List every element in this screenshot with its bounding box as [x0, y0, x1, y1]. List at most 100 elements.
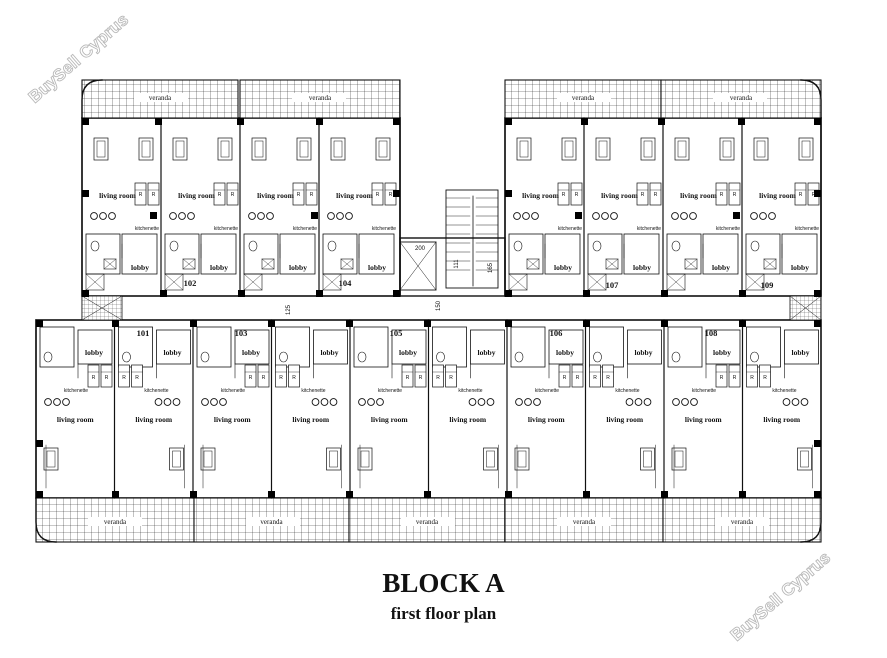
dining-chair — [750, 212, 758, 220]
dining-chair — [367, 398, 375, 406]
column — [112, 491, 119, 498]
shower-cross — [261, 258, 275, 270]
kitchenette-label: kitchenette — [144, 388, 168, 394]
kitchen-counter — [147, 182, 160, 206]
sofa-cushion — [203, 450, 213, 468]
sofa — [640, 447, 655, 471]
dining-chair — [320, 398, 329, 406]
column — [583, 290, 590, 297]
lobby-label: lobby — [85, 348, 103, 357]
column — [424, 320, 431, 327]
unit-number-107: 107 — [606, 280, 620, 290]
column — [316, 290, 323, 297]
column — [739, 290, 746, 297]
kitchen-counter — [746, 364, 758, 388]
sofa-cushion — [674, 450, 684, 468]
dining-chair — [210, 398, 218, 406]
lobby-area — [313, 329, 348, 365]
bathroom — [275, 326, 310, 368]
sofa-cushion — [519, 140, 529, 158]
dining-chair — [625, 398, 634, 406]
column — [505, 320, 512, 327]
column — [814, 190, 821, 197]
lobby-label: lobby — [792, 348, 810, 357]
column — [505, 190, 512, 197]
toilet — [750, 240, 760, 252]
lobby-area — [156, 329, 191, 365]
column — [316, 118, 323, 125]
shaft-cross — [81, 295, 123, 321]
shower-tray — [182, 258, 196, 270]
dining-chair — [531, 212, 539, 220]
kitchenette-label: kitchenette — [692, 388, 716, 394]
kitchen-counter — [728, 182, 741, 206]
dining-chair — [515, 398, 523, 406]
veranda-label: veranda — [260, 518, 283, 526]
column — [814, 290, 821, 297]
veranda-label-bg — [134, 93, 188, 102]
kitchen-counter — [226, 182, 239, 206]
kitchenette-label: kitchenette — [301, 388, 325, 394]
column — [393, 190, 400, 197]
sofa — [330, 137, 346, 161]
toilet — [592, 240, 602, 252]
living-room-label: living room — [680, 191, 717, 200]
sofa — [798, 137, 814, 161]
kitchen-counter — [100, 364, 113, 388]
column — [661, 320, 668, 327]
fridge-label: R — [406, 375, 410, 381]
dimension-label: 150 — [436, 300, 442, 311]
column — [581, 118, 588, 125]
veranda-label-bg — [246, 517, 300, 526]
column — [346, 320, 353, 327]
closet — [164, 273, 184, 291]
dining-chair — [376, 398, 384, 406]
column — [661, 290, 668, 297]
column — [268, 320, 275, 327]
fridge-label: R — [105, 375, 109, 381]
living-room-label: living room — [601, 191, 638, 200]
sofa-cushion — [254, 140, 264, 158]
shower-tray — [261, 258, 275, 270]
sofa — [483, 447, 498, 471]
living-room-label: living room — [336, 191, 373, 200]
kitchenette-label: kitchenette — [221, 388, 245, 394]
fridge-label: R — [92, 375, 96, 381]
sofa — [375, 137, 391, 161]
bathroom — [196, 326, 232, 368]
column — [583, 320, 590, 327]
sofa — [671, 447, 687, 471]
lobby-area — [77, 329, 113, 365]
closet-cross — [243, 273, 263, 291]
toilet — [90, 240, 100, 252]
kitchen-counter — [118, 364, 130, 388]
veranda-label-bg — [292, 93, 346, 102]
dining-chair — [689, 212, 697, 220]
kitchen-counter — [432, 364, 444, 388]
sofa-cushion — [722, 140, 732, 158]
closet — [508, 273, 528, 291]
lobby-label: lobby — [554, 263, 572, 272]
kitchen-counter — [445, 364, 457, 388]
sofa — [43, 447, 59, 471]
shower-cross — [340, 258, 354, 270]
kitchen-counter — [794, 182, 807, 206]
sofa-cushion — [46, 450, 56, 468]
dining-chair — [163, 398, 172, 406]
kitchen-counter — [602, 364, 614, 388]
dining-chair — [768, 212, 776, 220]
lobby-label: lobby — [164, 348, 182, 357]
fridge-label: R — [654, 192, 658, 198]
kitchenette-label: kitchenette — [615, 388, 639, 394]
column — [155, 118, 162, 125]
column — [739, 491, 746, 498]
living-room-label: living room — [522, 191, 559, 200]
sofa — [797, 447, 812, 471]
shower-cross — [605, 258, 619, 270]
kitchen-counter — [759, 364, 771, 388]
column — [150, 212, 157, 219]
fridge-label: R — [389, 192, 393, 198]
kitchenette-label: kitchenette — [214, 226, 238, 232]
dining-chair — [680, 212, 688, 220]
fridge-label: R — [562, 192, 566, 198]
